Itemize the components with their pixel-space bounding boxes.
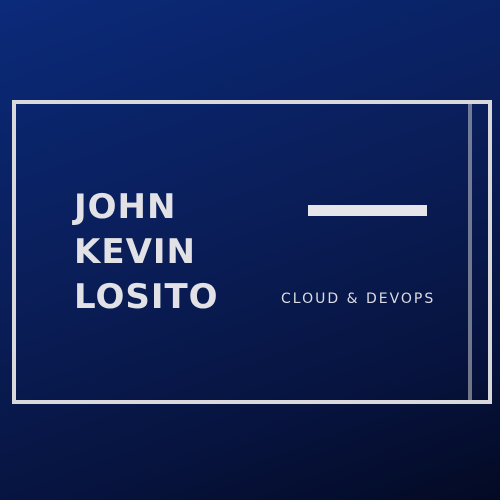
job-title: CLOUD & DEVOPS	[281, 291, 436, 307]
divider-bar	[308, 205, 427, 216]
person-name: JOHN KEVIN LOSITO	[74, 185, 219, 320]
frame-accent-line	[468, 100, 472, 404]
name-last: LOSITO	[74, 277, 219, 317]
name-middle: KEVIN	[74, 232, 196, 272]
card-frame	[12, 100, 492, 404]
name-first: JOHN	[74, 187, 177, 227]
